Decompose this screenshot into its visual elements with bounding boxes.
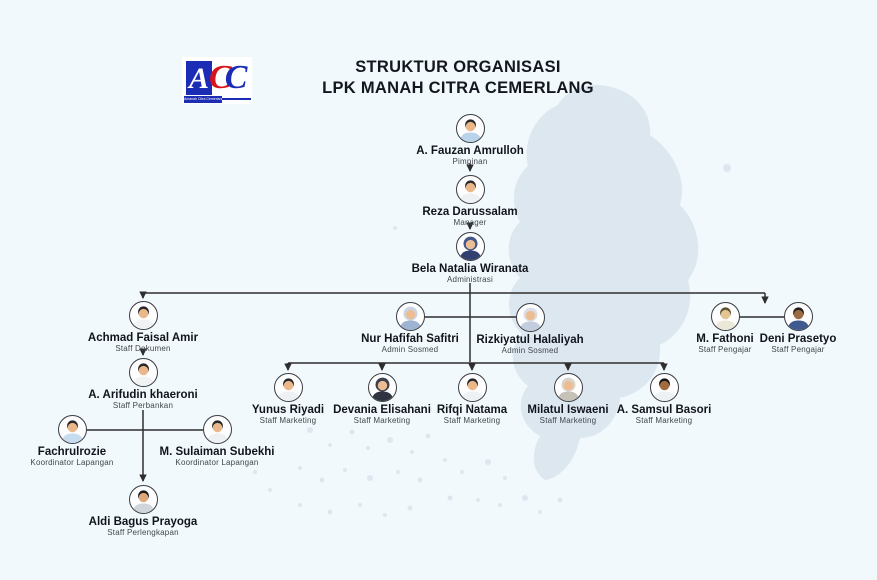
person-icon: [132, 363, 154, 386]
org-node-devania: Devania Elisahani Staff Marketing: [292, 373, 472, 426]
person-role: Staff Marketing: [259, 416, 317, 425]
person-name: Yunus Riyadi: [251, 404, 325, 416]
person-avatar: [273, 373, 303, 402]
person-role: Staff Marketing: [353, 416, 411, 425]
person-icon: [132, 306, 154, 329]
person-role: Staff Perlengkapan: [107, 528, 179, 537]
title-line-2: LPK MANAH CITRA CEMERLANG: [322, 78, 594, 97]
person-avatar: [455, 175, 485, 204]
person-name: Aldi Bagus Prayoga: [88, 516, 198, 528]
person-avatar: [455, 114, 485, 143]
person-icon: [206, 420, 228, 443]
logo-letter-a: A: [186, 61, 212, 95]
person-name: Reza Darussalam: [422, 206, 518, 218]
person-avatar: [128, 301, 158, 330]
person-avatar: [515, 303, 545, 332]
person-icon: [461, 378, 483, 401]
org-node-rifqi: Rifqi Natama Staff Marketing: [382, 373, 562, 426]
org-node-aldi: Aldi Bagus Prayoga Staff Perlengkapan: [53, 485, 233, 538]
person-role: Staff Perbankan: [112, 401, 174, 410]
person-name: A. Fauzan Amrulloh: [416, 145, 524, 157]
org-node-arifudin: A. Arifudin khaeroni Staff Perbankan: [53, 358, 233, 411]
org-node-rizkiyatul: Rizkiyatul Halaliyah Admin Sosmed: [440, 303, 620, 356]
person-role: Staff Pengajar: [698, 345, 752, 354]
person-avatar: [553, 373, 583, 402]
person-role: Staff Marketing: [539, 416, 597, 425]
person-role: Staff Marketing: [635, 416, 693, 425]
person-avatar: [457, 373, 487, 402]
person-role: Administrasi: [447, 275, 493, 284]
person-icon: [787, 307, 809, 330]
person-avatar: [649, 373, 679, 402]
logo-underline: [222, 98, 251, 100]
person-role: Staff Dokumen: [115, 344, 171, 353]
person-name: Deni Prasetyo: [759, 333, 837, 345]
person-avatar: [395, 302, 425, 331]
person-role: Koordinator Lapangan: [30, 458, 114, 467]
person-icon: [519, 307, 541, 331]
person-icon: [399, 306, 421, 330]
person-name: A. Samsul Basori: [616, 404, 712, 416]
person-name: Rizkiyatul Halaliyah: [476, 334, 584, 346]
person-role: Staff Pengajar: [771, 345, 825, 354]
person-icon: [459, 180, 481, 203]
org-node-deni: Deni Prasetyo Staff Pengajar: [708, 302, 877, 355]
person-name: Bela Natalia Wiranata: [411, 263, 529, 275]
person-icon: [371, 377, 393, 401]
org-node-sulaiman: M. Sulaiman Subekhi Koordinator Lapangan: [127, 415, 307, 468]
person-avatar: [57, 415, 87, 444]
org-node-bela: Bela Natalia Wiranata Administrasi: [380, 232, 560, 285]
person-name: Fachrulrozie: [37, 446, 107, 458]
person-role: Admin Sosmed: [381, 345, 439, 354]
person-avatar: [367, 373, 397, 402]
acc-logo: A CC Amanah Citra Cemerlang: [182, 57, 252, 104]
person-avatar: [128, 485, 158, 514]
page-title: STRUKTUR ORGANISASI LPK MANAH CITRA CEME…: [248, 57, 668, 98]
person-icon: [714, 307, 736, 330]
person-role: Staff Marketing: [443, 416, 501, 425]
person-name: M. Fathoni: [696, 333, 754, 345]
person-name: Achmad Faisal Amir: [87, 332, 199, 344]
person-name: Milatul Iswaeni: [527, 404, 609, 416]
org-node-achmad: Achmad Faisal Amir Staff Dokumen: [53, 301, 233, 354]
logo-tagline: Amanah Citra Cemerlang: [184, 96, 222, 103]
person-icon: [653, 378, 675, 401]
person-avatar: [202, 415, 232, 444]
person-role: Pimpinan: [452, 157, 488, 166]
person-avatar: [783, 302, 813, 331]
person-avatar: [710, 302, 740, 331]
org-node-nur: Nur Hafifah Safitri Admin Sosmed: [320, 302, 500, 355]
org-node-reza: Reza Darussalam Manager: [380, 175, 560, 228]
person-icon: [557, 377, 579, 401]
person-icon: [132, 490, 154, 513]
org-node-yunus: Yunus Riyadi Staff Marketing: [198, 373, 378, 426]
person-icon: [459, 236, 481, 260]
person-name: Rifqi Natama: [436, 404, 508, 416]
person-icon: [459, 119, 481, 142]
title-line-1: STRUKTUR ORGANISASI: [355, 58, 561, 76]
person-avatar: [128, 358, 158, 387]
person-icon: [61, 420, 83, 443]
org-node-fauzan: A. Fauzan Amrulloh Pimpinan: [380, 114, 560, 167]
person-name: Nur Hafifah Safitri: [361, 333, 459, 345]
org-node-milatul: Milatul Iswaeni Staff Marketing: [478, 373, 658, 426]
person-avatar: [455, 232, 485, 261]
person-role: Manager: [453, 218, 487, 227]
person-name: Devania Elisahani: [333, 404, 431, 416]
person-icon: [277, 378, 299, 401]
person-name: A. Arifudin khaeroni: [88, 389, 198, 401]
org-node-samsul: A. Samsul Basori Staff Marketing: [574, 373, 754, 426]
person-role: Admin Sosmed: [501, 346, 559, 355]
org-node-fathoni: M. Fathoni Staff Pengajar: [635, 302, 815, 355]
person-role: Koordinator Lapangan: [175, 458, 259, 467]
person-name: M. Sulaiman Subekhi: [159, 446, 275, 458]
org-node-fachrulrozie: Fachrulrozie Koordinator Lapangan: [0, 415, 162, 468]
